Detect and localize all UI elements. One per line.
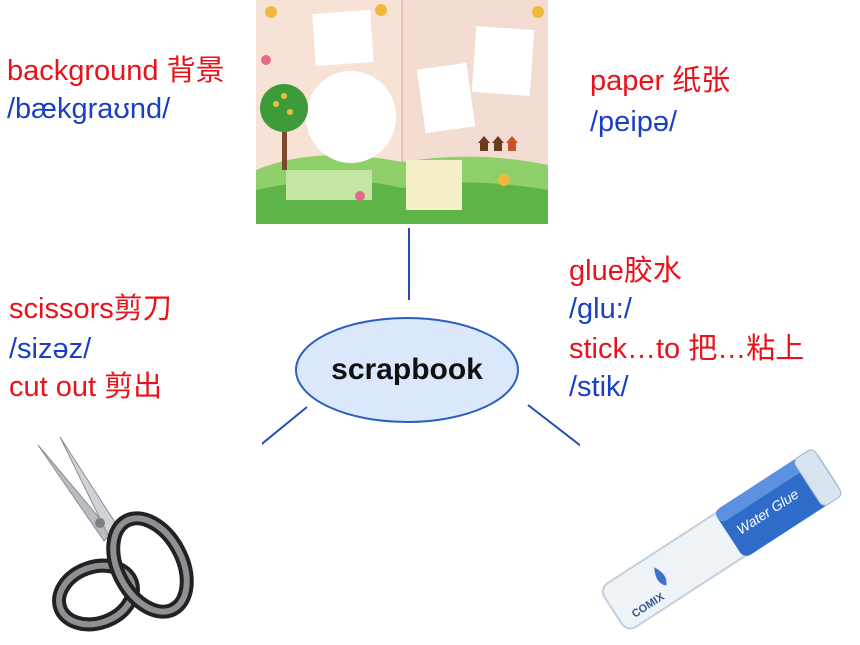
scrapbook-page-image: [256, 0, 548, 224]
glue-bottle-image: Water Glue COMIX: [580, 435, 860, 645]
center-label: scrapbook: [331, 353, 483, 386]
scissors-image: [0, 415, 262, 645]
scissors-word: scissors剪刀: [9, 293, 172, 325]
scissors-phrase: cut out 剪出: [9, 371, 163, 403]
paper-phonetic: /peipə/: [590, 106, 678, 138]
stick-phonetic: /stik/: [569, 371, 629, 403]
glue-phonetic: /glu:/: [569, 293, 632, 325]
paper-word: paper 纸张: [590, 65, 731, 97]
glue-phrase: stick…to 把…粘上: [569, 333, 805, 365]
scissors-phonetic: /sizəz/: [9, 333, 92, 365]
glue-word: glue胶水: [569, 255, 682, 287]
background-phonetic: /bækgraʊnd/: [7, 93, 171, 125]
center-ellipse: [295, 317, 519, 423]
background-word: background 背景: [7, 55, 225, 87]
